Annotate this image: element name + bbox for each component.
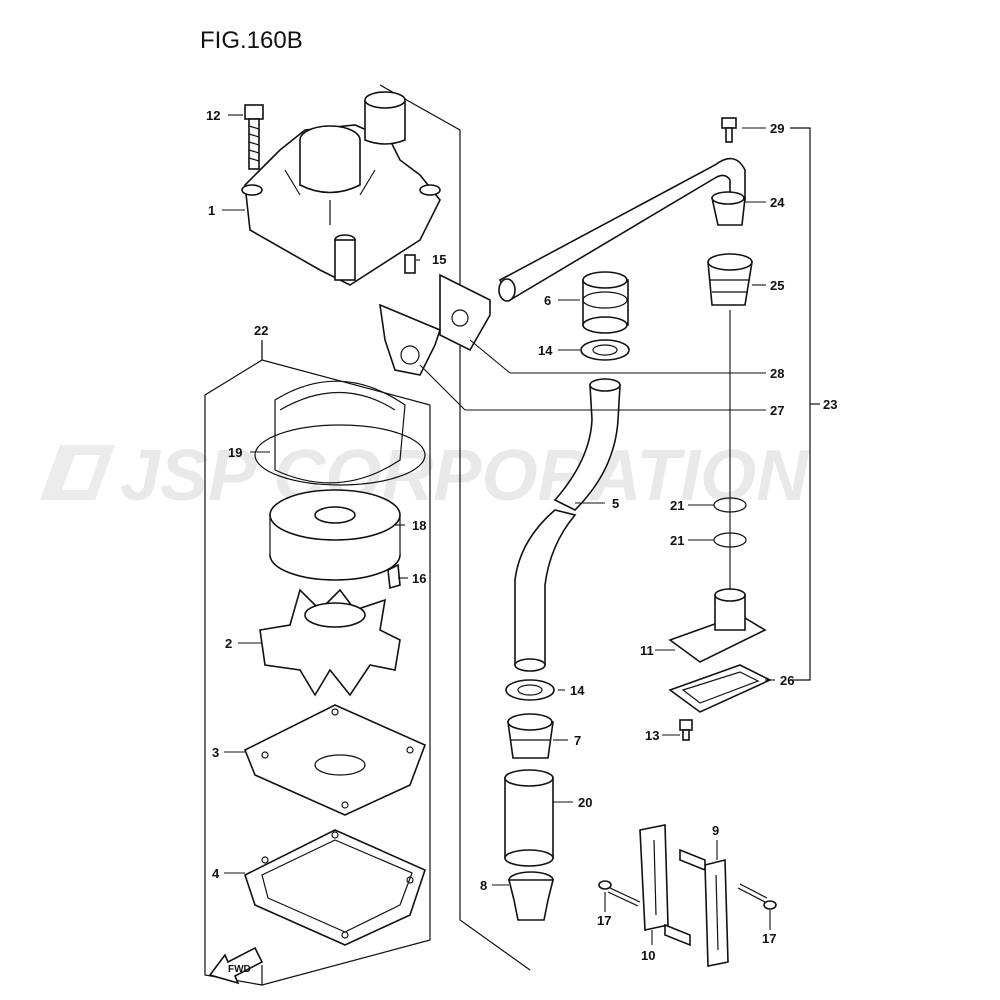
- hanger-10: [639, 824, 669, 931]
- fwd-arrow: FWD: [208, 946, 264, 985]
- callout-12: 12: [206, 108, 220, 123]
- callout-8: 8: [480, 878, 487, 893]
- callout-24: 24: [770, 195, 785, 210]
- grommet-24: [711, 191, 746, 226]
- callout-20: 20: [578, 795, 592, 810]
- grommet-7: [507, 713, 554, 759]
- hose-5: [514, 378, 621, 672]
- pump-housing: [241, 91, 441, 286]
- screw-13: [679, 719, 693, 741]
- watermark: JSP CORPORATION: [40, 436, 810, 516]
- callout-23: 23: [823, 397, 837, 412]
- callout-19: 19: [228, 445, 242, 460]
- fitting-11: [668, 588, 767, 663]
- screws-17: [598, 880, 777, 910]
- bracket-27: [379, 303, 441, 376]
- leader-lines: [222, 114, 775, 945]
- callout-7: 7: [574, 733, 581, 748]
- grommet-25: [707, 253, 753, 306]
- grommet-6: [582, 271, 629, 334]
- callout-29: 29: [770, 121, 784, 136]
- callout-4: 4: [212, 866, 220, 881]
- callout-5: 5: [612, 496, 619, 511]
- key-16: [387, 563, 401, 590]
- callout-27: 27: [770, 403, 784, 418]
- figure-title: FIG.160B: [200, 27, 303, 54]
- joint-8: [507, 871, 555, 921]
- o-ring-19: [254, 380, 426, 486]
- callout-2: 2: [225, 636, 232, 651]
- washer-14-lower: [505, 679, 555, 701]
- tube-20: [504, 769, 554, 867]
- callout-labels: 12 1 15 22 19 18 16 2 3 4 6 14 5 14 7 20…: [206, 108, 837, 963]
- callout-1: 1: [208, 203, 215, 218]
- callout-18: 18: [412, 518, 426, 533]
- callout-17-right: 17: [762, 931, 776, 946]
- callout-21-lower: 21: [670, 533, 684, 548]
- callout-14-upper: 14: [538, 343, 553, 358]
- callout-16: 16: [412, 571, 426, 586]
- hanger-9: [664, 848, 729, 967]
- screw-29: [721, 117, 737, 143]
- screen-26: [668, 664, 772, 713]
- pin-15: [404, 254, 416, 274]
- callout-3: 3: [212, 745, 219, 760]
- watermark-text: JSP CORPORATION: [120, 436, 810, 516]
- bolt-12: [244, 104, 264, 170]
- bracket-main: [379, 84, 531, 971]
- insert-cup-18: [269, 489, 401, 581]
- callout-26: 26: [780, 673, 794, 688]
- bracket-28: [439, 273, 491, 352]
- impeller-2: [259, 588, 401, 697]
- callout-22: 22: [254, 323, 268, 338]
- wear-plate-3: [243, 704, 427, 816]
- gasket-4: [244, 829, 426, 946]
- callout-14-lower: 14: [570, 683, 585, 698]
- callout-15: 15: [432, 252, 446, 267]
- callout-21-upper: 21: [670, 498, 684, 513]
- callout-17-left: 17: [597, 913, 611, 928]
- washer-14-upper: [580, 339, 630, 361]
- fwd-text: FWD: [228, 964, 251, 975]
- callout-9: 9: [712, 823, 719, 838]
- bracket-23: [790, 127, 820, 681]
- callout-10: 10: [641, 948, 655, 963]
- callout-28: 28: [770, 366, 784, 381]
- callout-13: 13: [645, 728, 659, 743]
- callout-11: 11: [640, 643, 654, 658]
- callout-6: 6: [544, 293, 551, 308]
- callout-25: 25: [770, 278, 784, 293]
